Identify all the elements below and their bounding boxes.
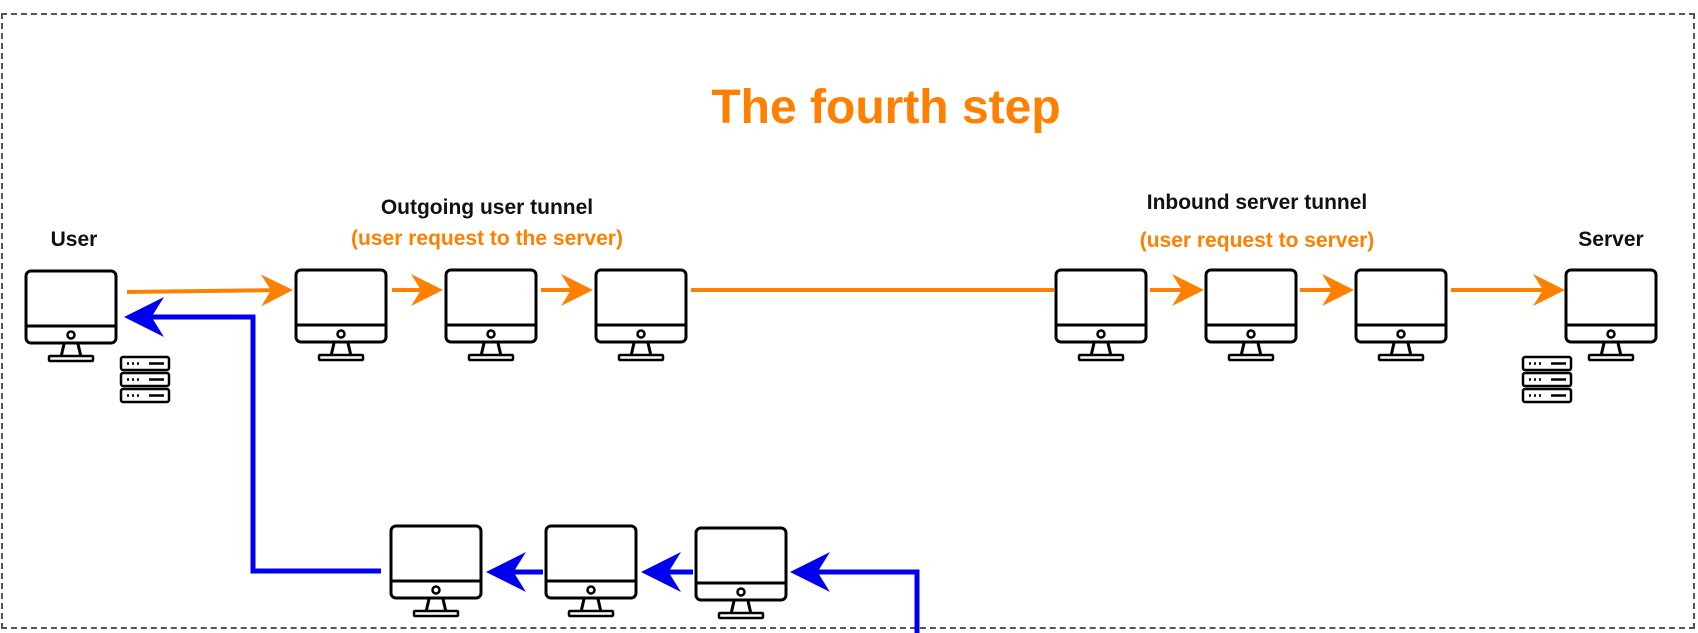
return-hop-3-icon	[694, 526, 788, 620]
inbound-hop-2-icon	[1204, 268, 1298, 362]
outgoing-hop-3-icon	[594, 268, 688, 362]
server-computer-icon	[1564, 268, 1658, 362]
server-rack-icon	[1521, 355, 1573, 404]
user-label: User	[50, 228, 98, 251]
diagram-title: The fourth step	[711, 81, 1061, 134]
outgoing-tunnel-note: (user request to the server)	[351, 227, 623, 250]
dashed-frame	[1, 13, 1695, 629]
arrow-user-to-outgoing-hop-1	[126, 274, 293, 307]
user-computer-icon	[24, 269, 118, 363]
inbound-hop-3-icon	[1354, 268, 1448, 362]
return-hop-1-icon	[389, 524, 483, 618]
inbound-tunnel-label: Inbound server tunnel	[1146, 191, 1368, 214]
arrow-incoming-to-return-hop-3	[790, 552, 920, 633]
outgoing-hop-2-icon	[444, 268, 538, 362]
user-server-rack-icon	[119, 355, 171, 404]
return-hop-2-icon	[544, 524, 638, 618]
inbound-hop-1-icon	[1054, 268, 1148, 362]
arrow-return-to-user	[124, 297, 381, 574]
server-label: Server	[1578, 228, 1644, 251]
inbound-tunnel-note: (user request to server)	[1139, 229, 1375, 252]
outgoing-tunnel-label: Outgoing user tunnel	[380, 196, 594, 219]
outgoing-hop-1-icon	[294, 268, 388, 362]
